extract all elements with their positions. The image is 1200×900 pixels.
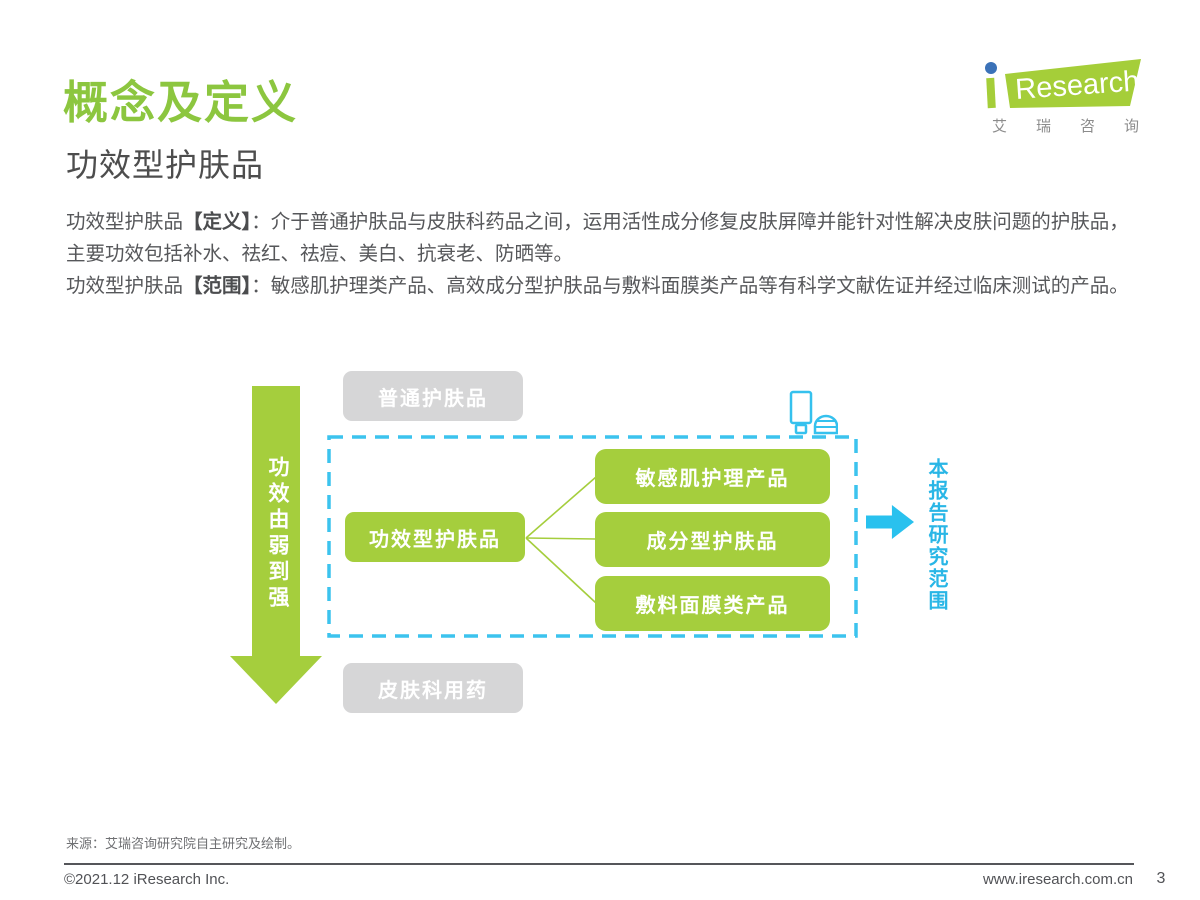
report-scope-label: 本报告研究范围	[925, 458, 947, 612]
dermatology-drug-box: 皮肤科用药	[343, 663, 523, 713]
scope-label: 【范围】	[183, 275, 252, 297]
definition-text: ：介于普通护肤品与皮肤科药品之间，运用活性成分修复皮肤屏障并能针对性解决皮肤问题…	[66, 211, 1129, 265]
logo-banner-shape	[1005, 59, 1141, 108]
sensitive-skin-products-box: 敏感肌护理产品	[595, 449, 830, 504]
dressing-mask-products-box: 敷料面膜类产品	[595, 576, 830, 631]
ingredient-skincare-box: 成分型护肤品	[595, 512, 830, 567]
research-scope-dashed-border	[327, 435, 858, 638]
connector-lines	[525, 476, 597, 604]
footer-divider	[64, 863, 1134, 865]
logo-chinese-name: 艾瑞咨询	[992, 118, 1169, 135]
efficacy-axis-arrow	[230, 386, 322, 704]
website-link[interactable]: www.iresearch.com.cn	[982, 871, 1133, 888]
logo-i-dot	[985, 62, 997, 74]
source-note: 来源：艾瑞咨询研究院自主研究及绘制。	[66, 836, 301, 851]
definition-paragraph: 功效型护肤品【定义】：介于普通护肤品与皮肤科药品之间，运用活性成分修复皮肤屏障并…	[66, 206, 1148, 270]
iresearch-logo: Research	[985, 59, 1141, 109]
page-title: 功效型护肤品	[66, 147, 265, 183]
scope-paragraph: 功效型护肤品【范围】：敏感肌护理类产品、高效成分型护肤品与敷料面膜类产品等有科学…	[66, 270, 1148, 302]
definition-paragraphs: 功效型护肤品【定义】：介于普通护肤品与皮肤科药品之间，运用活性成分修复皮肤屏障并…	[66, 206, 1148, 302]
copyright-text: ©2021.12 iResearch Inc.	[64, 871, 230, 888]
page-number: 3	[1156, 870, 1166, 887]
functional-skincare-box: 功效型护肤品	[345, 512, 525, 562]
scope-arrow-icon	[866, 505, 914, 539]
logo-i-stem	[986, 77, 996, 109]
scope-prefix: 功效型护肤品	[66, 275, 184, 297]
definition-prefix: 功效型护肤品	[66, 211, 184, 233]
definition-label: 【定义】	[183, 211, 252, 233]
section-title: 概念及定义	[63, 77, 299, 128]
scope-text: ：敏感肌护理类产品、高效成分型护肤品与敷料面膜类产品等有科学文献佐证并经过临床测…	[251, 275, 1129, 297]
ordinary-skincare-box: 普通护肤品	[343, 371, 523, 421]
cosmetics-tube-jar-icon	[789, 390, 838, 435]
efficacy-axis-label: 功效由弱到强	[266, 456, 289, 612]
